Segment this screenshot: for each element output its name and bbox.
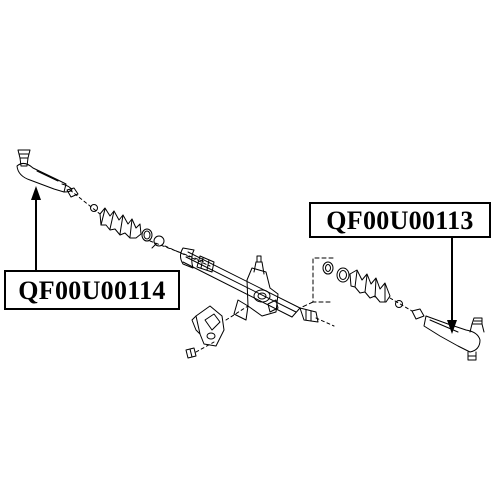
part-number-text: QF00U00114: [18, 276, 166, 305]
part-number-label-right: QF00U00113: [309, 202, 491, 238]
left-boot: [99, 207, 142, 239]
right-assembly-bracket-lines: [299, 257, 334, 309]
left-tie-rod-end: [16, 149, 73, 193]
left-clamp-small: [90, 204, 98, 212]
rack-housing: [180, 247, 319, 323]
part-number-label-left: QF00U00114: [4, 270, 180, 310]
left-inner-clip: [151, 235, 165, 249]
right-clamp-small: [395, 300, 403, 308]
right-lock-nut: [411, 308, 425, 320]
right-boot-clamp: [336, 267, 350, 283]
left-assembly-lines: [69, 189, 211, 267]
left-lock-nut: [66, 187, 79, 198]
part-number-text: QF00U00113: [326, 206, 474, 235]
right-end-assembly-lines: [389, 297, 413, 312]
right-inner-clip: [322, 261, 334, 275]
left-pointer-arrow: [31, 186, 41, 272]
left-boot-clamp: [141, 228, 153, 242]
rack-assembly-lines: [195, 305, 335, 353]
mounting-bracket: [191, 305, 225, 347]
right-pointer-arrow: [447, 238, 457, 334]
mounting-bolt: [185, 347, 197, 359]
right-boot: [349, 269, 391, 303]
